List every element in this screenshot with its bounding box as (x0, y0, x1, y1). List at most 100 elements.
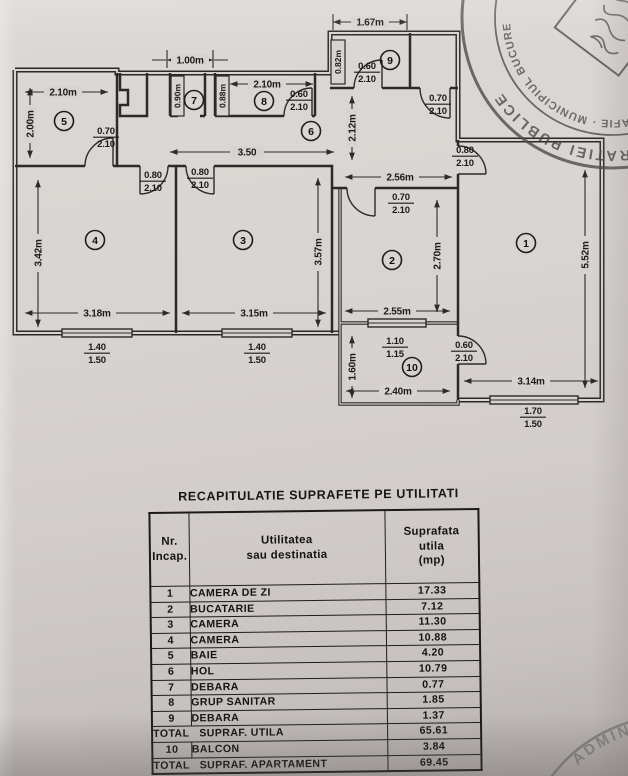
dim-label: 3.50 (238, 148, 257, 159)
room-3-marker: 3 (232, 229, 254, 251)
dim-label: 2.55m (383, 307, 411, 318)
door-size-label: 0.802.10 (187, 167, 213, 191)
svg-text:2.10: 2.10 (455, 353, 473, 364)
svg-text:1.15: 1.15 (386, 349, 405, 360)
dim-label: 3.14m (517, 377, 545, 388)
window-size-label: 1.40 1.50 (244, 342, 270, 366)
svg-text:0.70: 0.70 (392, 192, 410, 203)
dim-label: 1.67m (356, 18, 384, 29)
svg-text:4: 4 (92, 235, 98, 247)
boxed-dim: 0.88m (215, 75, 230, 117)
cell-nr: 1 (150, 586, 190, 603)
cell-total-value: 69.45 (387, 754, 482, 772)
dim-label: 3.42m (34, 239, 45, 267)
svg-text:9: 9 (387, 55, 393, 67)
windows (61, 318, 579, 405)
svg-text:0.82m: 0.82m (333, 50, 343, 75)
door-size-label: 0.80 2.10 (452, 145, 478, 169)
svg-text:10: 10 (406, 362, 418, 374)
svg-text:1.40: 1.40 (88, 342, 106, 353)
svg-text:2.10: 2.10 (290, 102, 308, 113)
room-6-marker: 6 (300, 120, 322, 142)
room-9-marker: 9 (379, 49, 401, 71)
room-numbers: 1 2 3 4 5 6 7 8 9 10 (53, 49, 537, 378)
room-8-marker: 8 (253, 90, 275, 112)
door-size-label: 0.702.10 (388, 192, 414, 216)
window-size-label: 1.70 1.50 (520, 406, 546, 430)
dim-label: 2.00m (26, 110, 37, 138)
dim-label: 3.57m (314, 238, 325, 266)
svg-text:3: 3 (240, 235, 246, 247)
walls (12, 30, 605, 406)
col-header-nr: Nr.Incap. (149, 512, 190, 587)
cell-area: 4.20 (386, 644, 481, 662)
cell-nr: 2 (150, 601, 190, 618)
svg-text:5: 5 (61, 116, 67, 128)
cell-area: 1.85 (386, 691, 481, 709)
dim-label: 2.70m (433, 242, 444, 270)
svg-text:8: 8 (261, 96, 267, 108)
svg-text:0.80: 0.80 (456, 145, 474, 156)
svg-text:0.60: 0.60 (290, 89, 308, 100)
room-5-marker: 5 (53, 110, 75, 132)
dimension-labels: 2.10m 2.00m 1.00m 1.67m 2.10m 3.50 2.12m… (24, 16, 592, 398)
cell-area: 0.77 (386, 676, 481, 693)
svg-text:2.10: 2.10 (456, 158, 474, 169)
cell-area: 3.84 (387, 738, 482, 756)
svg-text:1: 1 (523, 238, 529, 250)
svg-text:7: 7 (191, 95, 197, 107)
svg-text:1.50: 1.50 (524, 419, 542, 430)
svg-text:0.60: 0.60 (455, 340, 473, 351)
door-size-label: 0.60 2.10 (451, 340, 477, 364)
svg-text:1.70: 1.70 (524, 406, 542, 417)
cell-nr: 4 (150, 632, 191, 649)
svg-text:1.40: 1.40 (248, 342, 266, 353)
cell-area: 17.33 (385, 582, 480, 600)
cell-nr: 7 (151, 679, 191, 696)
svg-text:2.10: 2.10 (144, 183, 162, 194)
cell-area: 11.30 (385, 613, 480, 631)
dim-label: 5.52m (581, 241, 592, 269)
dim-label: 2.56m (386, 173, 414, 184)
svg-text:1.50: 1.50 (248, 355, 266, 366)
corner-stamp-text: ADMINIS (569, 716, 628, 768)
cell-area: 7.12 (385, 598, 480, 615)
svg-text:0.88m: 0.88m (218, 84, 228, 109)
svg-text:0.70: 0.70 (97, 126, 115, 137)
door-size-label: 0.70 2.10 (93, 126, 119, 150)
cell-nr: 5 (151, 648, 191, 665)
room-10-marker: 10 (401, 356, 423, 378)
boxed-dim: 0.82m (330, 39, 346, 85)
cell-area: 10.88 (385, 629, 481, 647)
svg-text:0.60: 0.60 (358, 61, 376, 72)
window-size-label: 1.401.50 (84, 342, 110, 366)
cell-total-label: TOTAL SUPRAF. APARTAMENT (152, 755, 388, 775)
room-4-marker: 4 (84, 229, 106, 251)
door-size-label: 0.60 2.10 (286, 89, 312, 113)
stamp-coat-of-arms-emblem (553, 0, 628, 78)
cell-nr: 6 (151, 663, 191, 681)
svg-text:6: 6 (308, 126, 314, 138)
svg-text:2.10: 2.10 (358, 74, 376, 85)
svg-text:1.10: 1.10 (386, 336, 404, 347)
cell-area: 10.79 (386, 660, 481, 678)
dim-label: 3.15m (240, 309, 268, 320)
cell-area: 1.37 (386, 707, 482, 724)
cell-nr: 8 (151, 695, 191, 712)
room-1-marker: 1 (515, 232, 537, 254)
door-size-label: 0.60 2.10 (354, 61, 380, 85)
door-size-label: 0.702.10 (425, 93, 451, 117)
dim-label: 1.00m (176, 56, 204, 67)
dim-label: 2.12m (348, 114, 359, 142)
svg-text:0.70: 0.70 (429, 93, 447, 104)
dim-label: 2.40m (384, 387, 412, 398)
svg-text:2.10: 2.10 (97, 139, 115, 150)
cell-nr: 9 (151, 710, 192, 727)
dim-label: 2.10m (49, 88, 77, 99)
